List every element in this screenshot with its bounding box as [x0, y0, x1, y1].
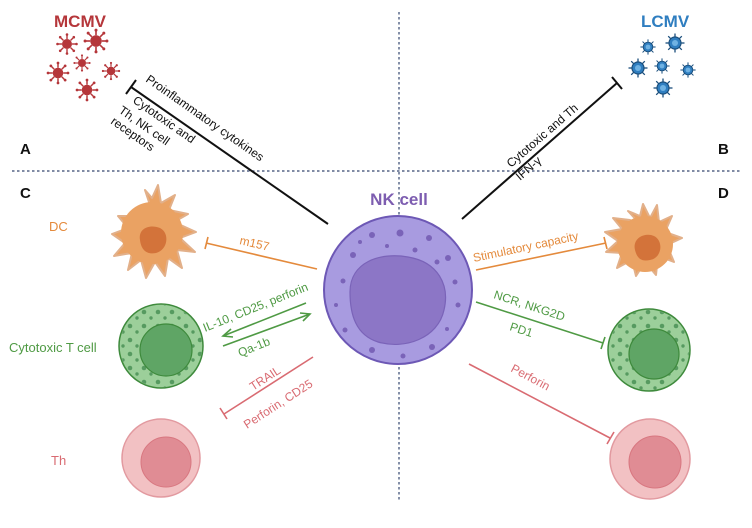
stimulatory-inhibition	[475, 236, 608, 271]
trail-label: TRAIL	[247, 363, 283, 393]
ncr-inhibition	[475, 301, 606, 350]
dendritic-cell-left	[111, 184, 197, 279]
lcmv-inhibition-bar	[611, 76, 623, 90]
qa1b-label: Qa-1b	[236, 334, 272, 360]
mcmv-virus-icons	[45, 27, 121, 103]
qa1b-arrow	[222, 312, 312, 347]
m157-inhibition	[204, 236, 318, 270]
pd1-label: PD1	[508, 320, 535, 341]
lcmv-virus-icons	[627, 32, 697, 99]
ncr-label: NCR, NKG2D	[492, 288, 567, 324]
lcmv-label: LCMV	[641, 12, 690, 31]
mcmv-label: MCMV	[54, 12, 107, 31]
quadrant-label-a: A	[20, 141, 31, 158]
m157-label: m157	[238, 233, 271, 253]
trail-inhibition	[219, 356, 314, 420]
quadrant-label-c: C	[20, 185, 31, 202]
cytotoxic-t-cell-label: Cytotoxic T cell	[9, 340, 97, 355]
nk-cell-title: NK cell	[370, 190, 428, 209]
th-label: Th	[51, 453, 66, 468]
cytotoxic-t-cell-right	[607, 308, 691, 392]
lcmv-inhibition-line	[461, 82, 618, 220]
perforin-inhibition	[468, 363, 615, 445]
mcmv-inhibition-bar	[125, 79, 137, 95]
cytotoxic-th-label: Cytotoxic and Th	[504, 101, 581, 170]
il10-arrow	[221, 302, 307, 338]
th-cell-right	[609, 418, 691, 500]
cytotoxic-t-cell-left	[118, 303, 204, 389]
nk-cell	[323, 215, 473, 365]
mcmv-inhibition-line	[130, 86, 329, 225]
quadrant-label-b: B	[718, 141, 729, 158]
dc-label: DC	[49, 219, 68, 234]
th-cell-left	[121, 418, 201, 498]
dendritic-cell-right	[604, 203, 683, 277]
quadrant-label-d: D	[718, 185, 729, 202]
